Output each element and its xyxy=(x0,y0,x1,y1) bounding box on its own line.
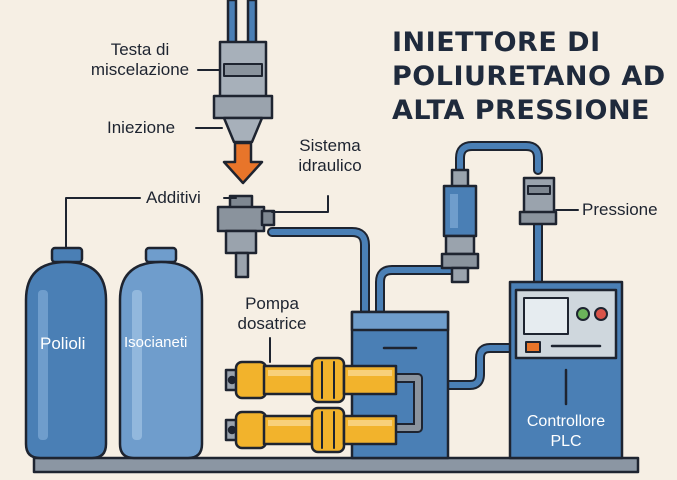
mixing-head-icon xyxy=(212,40,274,144)
label-pump-line-2: dosatrice xyxy=(237,314,307,333)
label-dosing-pump: Pompa dosatrice xyxy=(232,294,312,334)
label-mixing-head-line-1: Testa di xyxy=(110,40,170,59)
label-mixing-head-line-2: miscelazione xyxy=(90,60,190,79)
label-injection: Iniezione xyxy=(107,118,176,137)
label-pump-line-1: Pompa xyxy=(245,294,299,313)
label-plc-controller: Controllore PLC xyxy=(510,412,622,452)
arrow-down-icon xyxy=(222,141,264,185)
label-hydraulic-system: Sistema idraulico xyxy=(288,136,372,176)
title-line-3: ALTA PRESSIONE xyxy=(392,95,650,126)
label-polyols: Polioli xyxy=(40,334,86,353)
pressure-valve-icon xyxy=(518,176,558,226)
leader-lines xyxy=(65,69,579,363)
dosing-pump-icon xyxy=(224,406,398,454)
title-line-1: INIETTORE DI xyxy=(392,27,601,58)
label-pressure: Pressione xyxy=(582,200,658,219)
label-mixing-head: Testa di miscelazione xyxy=(84,40,196,80)
label-isocyanates: Isocianeti xyxy=(124,334,188,351)
hydraulic-valve-icon xyxy=(440,168,480,284)
base-platform xyxy=(32,456,640,474)
label-hydraulic-line-1: Sistema xyxy=(299,136,361,155)
dosing-pump-icon xyxy=(224,356,398,404)
diagram-title: INIETTORE DI POLIURETANO AD ALTA PRESSIO… xyxy=(392,26,666,128)
label-additives: Additivi xyxy=(146,188,201,207)
label-hydraulic-line-2: idraulico xyxy=(298,156,362,175)
gas-cylinder-icon xyxy=(24,246,108,460)
label-plc-line-1: Controllore xyxy=(526,413,606,430)
mixing-head-feed-pipes xyxy=(226,0,258,46)
control-panel-icon xyxy=(508,280,624,460)
additive-valve-icon xyxy=(216,194,276,279)
label-plc-line-2: PLC xyxy=(550,433,582,450)
gas-cylinder-icon xyxy=(118,246,204,460)
title-line-2: POLIURETANO AD xyxy=(392,61,666,92)
